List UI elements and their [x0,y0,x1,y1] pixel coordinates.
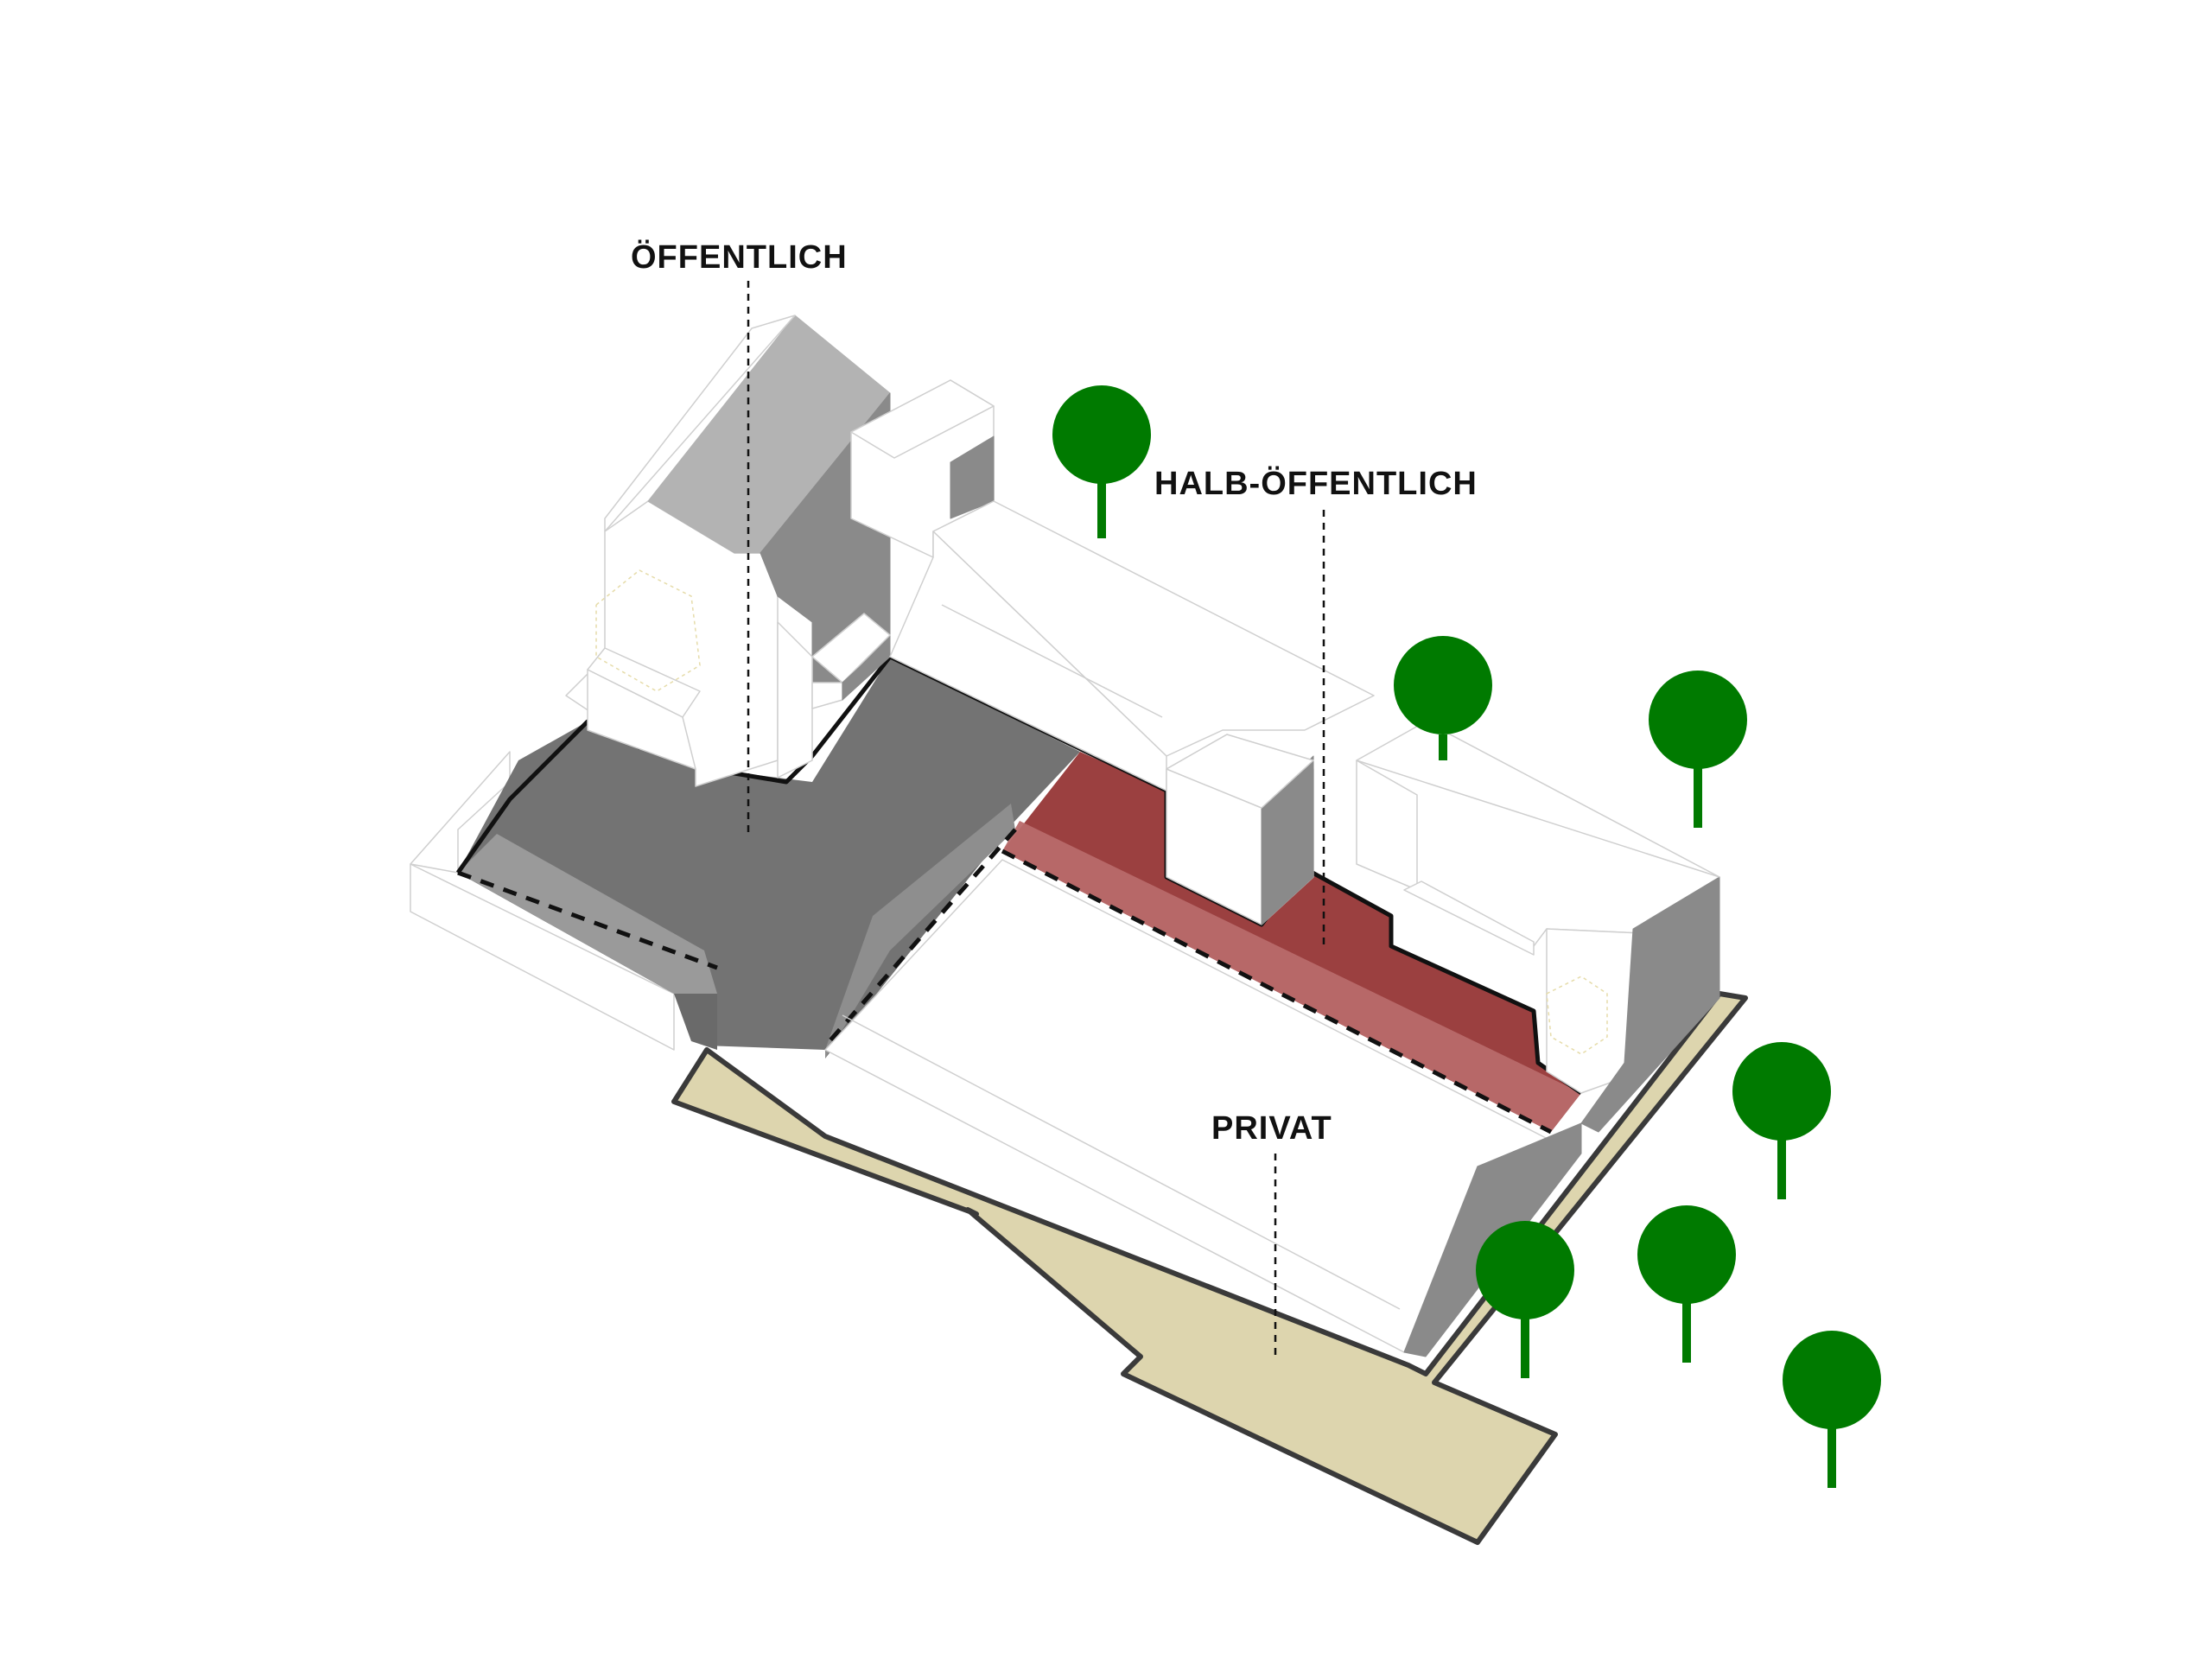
tree-icon [1783,1331,1881,1488]
middle-building [850,379,1375,925]
label-semi-public: HALB-ÖFFENTLICH [1154,465,1478,502]
public-zone-front-boundary [457,870,718,970]
semi-public-zone-overlay [1002,821,1581,1132]
tree-icon [1476,1221,1574,1378]
public-zone-ramp-left [458,834,717,994]
tree-icon [1732,1042,1831,1199]
semi-public-front-boundary [1001,849,1553,1135]
public-zone-ramp-right [825,804,1015,1058]
public-zone-front-shadow [674,994,717,1050]
label-public: ÖFFENTLICH [631,238,848,276]
right-building [1356,721,1720,1133]
tree-icon [1394,636,1492,760]
tree-icon [1052,385,1151,538]
tree-icon [1637,1205,1736,1363]
tree-icon [1649,671,1747,828]
private-ground-plate [671,991,1748,1545]
label-private: PRIVAT [1211,1110,1332,1147]
